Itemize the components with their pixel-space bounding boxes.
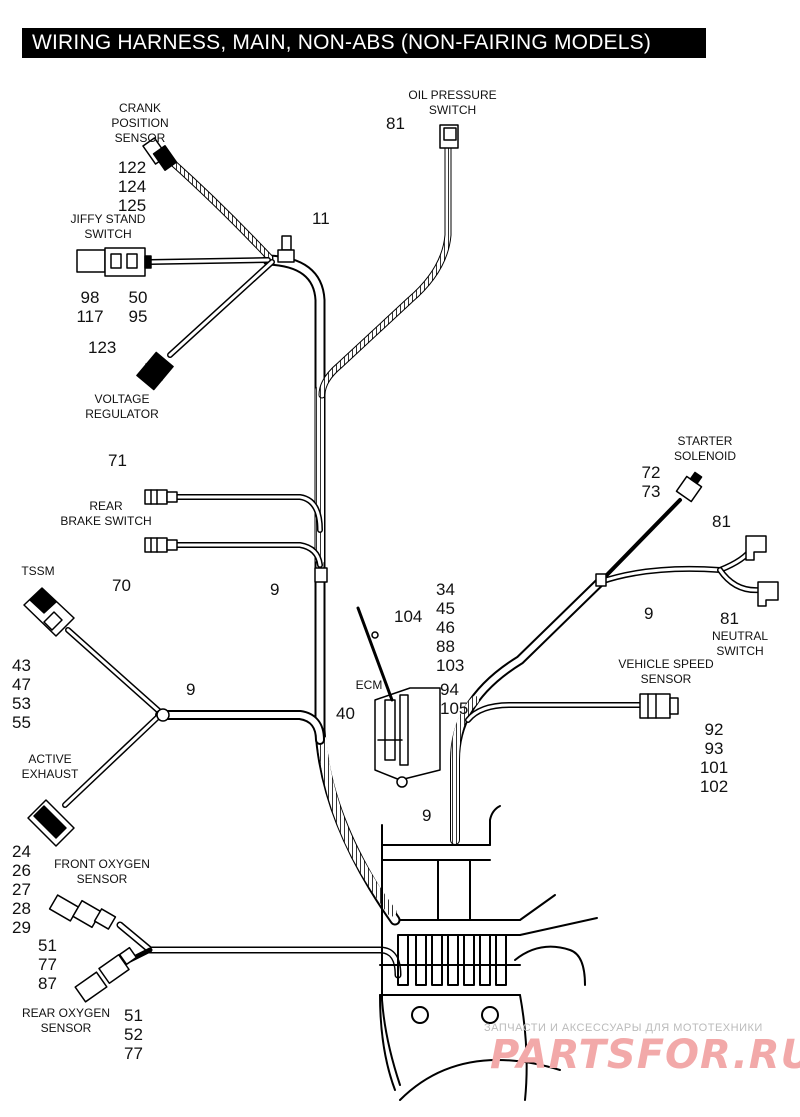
callout-ecm-104: 104 (394, 607, 423, 626)
main-trunk (262, 254, 401, 926)
callout-rear-brake: 71 (108, 451, 127, 470)
clip-9-upper (314, 567, 328, 583)
ecm-module (374, 687, 441, 788)
rear-oxygen-sensor-connector (74, 946, 138, 1003)
clip-11 (277, 235, 295, 263)
frame-outline (379, 805, 598, 1101)
callout-ecm-40: 40 (336, 704, 355, 723)
label-rear-brake-switch: REAR BRAKE SWITCH (60, 499, 152, 528)
voltage-regulator-connector (136, 351, 174, 391)
clip-9-left (156, 708, 170, 722)
callout-jiffy-left: 98 117 (76, 288, 104, 326)
tssm-connector (23, 587, 75, 637)
crank-sensor-wire (168, 158, 274, 262)
label-rear-oxygen-sensor: REAR OXYGEN SENSOR (21, 1006, 111, 1035)
callout-rear-o2: 51 52 77 (124, 1006, 143, 1063)
rear-brake-wire (172, 494, 323, 568)
callout-clip-9-right: 9 (644, 604, 654, 623)
crank-position-sensor-connector (142, 137, 178, 171)
callout-clip-9-ecm: 9 (422, 806, 432, 825)
label-tssm: TSSM (21, 564, 55, 578)
callout-active-exhaust: 24 26 27 28 29 (12, 842, 31, 937)
jiffy-stand-wire (147, 257, 271, 265)
callout-front-o2: 51 77 87 (38, 936, 57, 993)
watermark-brand: PARTSFOR.RU (490, 1032, 800, 1078)
jiffy-stand-switch-connector (76, 247, 152, 277)
callout-tssm: 43 47 53 55 (12, 656, 31, 732)
label-crank-position-sensor: CRANK POSITION SENSOR (111, 101, 169, 145)
tssm-wire (65, 627, 163, 715)
active-exhaust-connector (27, 799, 75, 847)
callout-vss: 92 93 101 102 (699, 720, 729, 796)
callout-crank: 122 124 125 (117, 158, 147, 215)
diagram-title: WIRING HARNESS, MAIN, NON-ABS (NON-FAIRI… (22, 28, 706, 58)
watermark: ЗАПЧАСТИ И АКСЕССУАРЫ ДЛЯ МОТОТЕХНИКИ PA… (484, 1022, 800, 1112)
right-branch-wire (450, 498, 763, 845)
vss-wire (465, 702, 643, 723)
label-ecm: ECM (355, 678, 383, 692)
callout-starter: 72 73 (641, 463, 661, 501)
callout-oil-pressure: 81 (386, 114, 405, 133)
clip-9-right (595, 573, 607, 587)
callout-clip-9-upper: 9 (270, 580, 280, 599)
callout-starter-81: 81 (712, 512, 731, 531)
left-branch-wire (62, 710, 325, 808)
callout-brake-70: 70 (112, 576, 131, 595)
oil-pressure-switch-connector (439, 124, 459, 149)
ecm-wire-104 (356, 606, 394, 702)
oil-pressure-wire (318, 144, 452, 399)
label-voltage-regulator: VOLTAGE REGULATOR (85, 392, 159, 421)
callout-voltage-regulator: 123 (88, 338, 117, 357)
callout-ecm-94: 94 105 (440, 680, 469, 718)
label-starter-solenoid: STARTER SOLENOID (673, 434, 736, 463)
label-front-oxygen-sensor: FRONT OXYGEN SENSOR (54, 857, 150, 886)
label-oil-pressure-switch: OIL PRESSURE SWITCH (408, 88, 497, 117)
label-neutral-switch: NEUTRAL SWITCH (711, 629, 768, 658)
front-oxygen-sensor-connector (48, 894, 117, 930)
oxygen-sensor-wires (116, 921, 402, 979)
vehicle-speed-sensor-connector (639, 693, 679, 719)
voltage-regulator-wire (167, 259, 275, 358)
callout-jiffy-right: 50 95 (128, 288, 148, 326)
callout-neutral-81: 81 (720, 609, 739, 628)
callout-ecm-group: 34 45 46 88 103 (436, 580, 465, 675)
watermark-tagline: ЗАПЧАСТИ И АКСЕССУАРЫ ДЛЯ МОТОТЕХНИКИ (484, 1022, 763, 1034)
callout-clip-11: 11 (312, 209, 330, 228)
label-active-exhaust: ACTIVE EXHAUST (21, 752, 79, 781)
label-vehicle-speed-sensor: VEHICLE SPEED SENSOR (618, 657, 714, 686)
neutral-switch-connector (757, 581, 779, 607)
starter-81-connector (745, 535, 767, 561)
rear-brake-switch-connector (144, 489, 178, 553)
callout-clip-9-left: 9 (186, 680, 196, 699)
label-jiffy-stand-switch: JIFFY STAND SWITCH (70, 212, 146, 241)
starter-solenoid-connector (675, 471, 703, 503)
